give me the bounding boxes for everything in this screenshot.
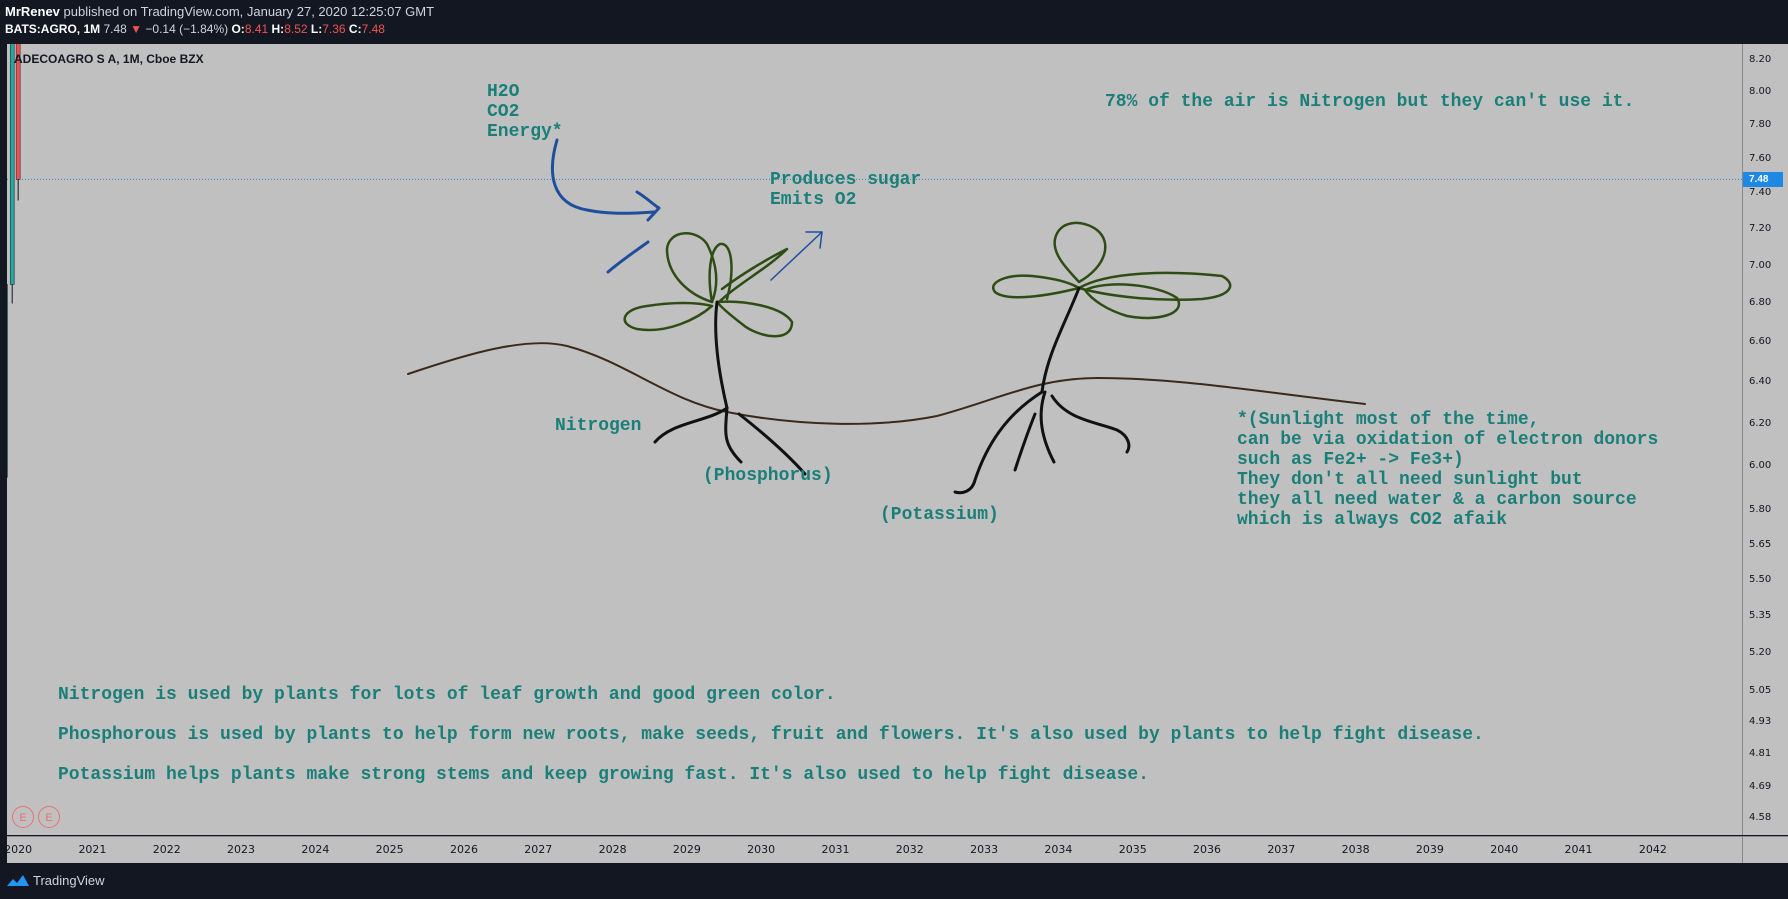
y-tick-label: 7.60 bbox=[1749, 152, 1772, 164]
y-tick-label: 6.20 bbox=[1749, 417, 1772, 429]
x-tick-label: 2024 bbox=[301, 843, 330, 856]
x-tick-label: 2031 bbox=[821, 843, 850, 856]
x-tick-label: 2037 bbox=[1267, 843, 1296, 856]
y-tick-label: 4.69 bbox=[1749, 780, 1772, 792]
y-tick-label: 5.65 bbox=[1749, 538, 1772, 550]
x-tick-label: 2040 bbox=[1490, 843, 1519, 856]
x-tick-label: 2042 bbox=[1638, 843, 1667, 856]
phosphorus-label: (Phosphorus) bbox=[703, 466, 833, 486]
y-tick-label: 7.00 bbox=[1749, 259, 1772, 271]
x-tick-label: 2038 bbox=[1341, 843, 1370, 856]
x-tick-label: 2028 bbox=[598, 843, 627, 856]
x-tick-label: 2021 bbox=[78, 843, 107, 856]
open-label: O: bbox=[231, 22, 245, 36]
last-price: 7.48 bbox=[103, 22, 127, 36]
nitrogen-label: Nitrogen bbox=[555, 416, 642, 436]
plant-2-leaves bbox=[992, 221, 1232, 320]
y-tick-label: 6.60 bbox=[1749, 336, 1772, 348]
y-tick-label: 6.40 bbox=[1749, 376, 1772, 388]
x-tick-label: 2027 bbox=[524, 843, 553, 856]
x-tick-label: 2022 bbox=[152, 843, 181, 856]
x-tick-label: 2030 bbox=[747, 843, 776, 856]
time-axis[interactable]: 2020 2021 2022 2023 2024 2025 2026 2027 2028 2029… bbox=[4, 836, 1742, 863]
axis-corner bbox=[1742, 836, 1788, 863]
y-tick-label: 6.80 bbox=[1749, 297, 1772, 309]
x-tick-label: 2032 bbox=[895, 843, 924, 856]
publish-line: MrRenev published on TradingView.com, Ja… bbox=[5, 4, 434, 19]
close-value: 7.48 bbox=[361, 22, 385, 36]
chart-symbol-title: ADECOAGRO S A, 1M, Cboe BZX bbox=[14, 52, 204, 66]
candle-body bbox=[7, 284, 8, 478]
plant-2-roots bbox=[953, 286, 1131, 495]
high-label: H: bbox=[271, 22, 285, 36]
y-tick-label: 7.80 bbox=[1749, 118, 1772, 130]
plant-1-roots bbox=[653, 300, 807, 476]
x-tick-label: 2025 bbox=[375, 843, 404, 856]
candle-body bbox=[9, 44, 15, 285]
air-note: 78% of the air is Nitrogen but they can'… bbox=[1105, 92, 1635, 112]
x-tick-label: 2041 bbox=[1564, 843, 1593, 856]
footer-bar: TradingView bbox=[0, 863, 1788, 899]
change-text: −0.14 (−1.84%) bbox=[145, 22, 229, 36]
x-tick-label: 2023 bbox=[227, 843, 256, 856]
open-value: 8.41 bbox=[244, 22, 269, 36]
x-tick-label: 2034 bbox=[1044, 843, 1073, 856]
y-tick-label: 4.58 bbox=[1749, 811, 1772, 823]
soil-line bbox=[407, 342, 1366, 425]
phosphorus-description: Phosphorous is used by plants to help fo… bbox=[58, 725, 1484, 745]
author-name[interactable]: MrRenev bbox=[5, 4, 60, 19]
y-tick-label: 8.00 bbox=[1749, 85, 1772, 97]
close-label: C: bbox=[348, 22, 362, 36]
ticker-label: BATS:AGRO, 1M bbox=[5, 22, 101, 36]
brand-name[interactable]: TradingView bbox=[33, 873, 105, 888]
y-tick-label: 6.00 bbox=[1749, 460, 1772, 472]
low-label: L: bbox=[310, 22, 323, 36]
current-price-tag: 7.48 bbox=[1743, 172, 1783, 188]
price-axis[interactable]: 8.20 8.00 7.80 7.60 7.40 7.20 7.00 6.80 6.60 6.40… bbox=[1742, 44, 1788, 835]
potassium-label: (Potassium) bbox=[880, 505, 999, 525]
output-arrow bbox=[770, 231, 823, 281]
y-tick-label: 8.20 bbox=[1749, 53, 1772, 65]
sunlight-note: *(Sunlight most of the time, can be via … bbox=[1237, 410, 1659, 530]
x-tick-label: 2039 bbox=[1415, 843, 1444, 856]
nitrogen-description: Nitrogen is used by plants for lots of l… bbox=[58, 685, 836, 705]
high-value: 8.52 bbox=[284, 22, 308, 36]
x-tick-label: 2029 bbox=[672, 843, 701, 856]
y-tick-label: 5.35 bbox=[1749, 609, 1772, 621]
down-arrow-icon: ▼ bbox=[130, 22, 143, 36]
chart-canvas[interactable] bbox=[7, 44, 1742, 835]
produces-note: Produces sugar Emits O2 bbox=[770, 170, 922, 210]
tradingview-logo-icon[interactable] bbox=[6, 873, 30, 887]
y-tick-label: 5.50 bbox=[1749, 573, 1772, 585]
y-tick-label: 5.20 bbox=[1749, 646, 1772, 658]
inputs-arrow bbox=[550, 138, 661, 274]
inputs-note: H2O CO2 Energy* bbox=[487, 82, 563, 142]
candle-body bbox=[15, 44, 21, 180]
ohlc-line: BATS:AGRO, 1M 7.48 ▼ −0.14 (−1.84%) O:8.… bbox=[5, 22, 385, 36]
x-tick-label: 2036 bbox=[1193, 843, 1221, 856]
header-bar: MrRenev published on TradingView.com, Ja… bbox=[0, 0, 1788, 43]
x-tick-label: 2033 bbox=[970, 843, 999, 856]
low-value: 7.36 bbox=[322, 22, 346, 36]
y-tick-label: 7.40 bbox=[1749, 187, 1772, 199]
earnings-badge[interactable]: E bbox=[12, 806, 34, 828]
y-tick-label: 4.81 bbox=[1749, 748, 1772, 760]
y-tick-label: 7.20 bbox=[1749, 223, 1772, 235]
y-tick-label: 4.93 bbox=[1749, 715, 1772, 727]
x-tick-label: 2035 bbox=[1118, 843, 1147, 856]
published-text: published on TradingView.com, January 27… bbox=[63, 4, 435, 19]
x-tick-label: 2020 bbox=[4, 843, 33, 856]
x-tick-label: 2026 bbox=[449, 843, 478, 856]
plant-1-leaves bbox=[623, 232, 794, 338]
chart-plot-area[interactable]: ADECOAGRO S A, 1M, Cboe BZX H2O CO2 Ener… bbox=[7, 44, 1742, 835]
earnings-badge[interactable]: E bbox=[38, 806, 60, 828]
y-tick-label: 5.05 bbox=[1749, 684, 1772, 696]
y-tick-label: 5.80 bbox=[1749, 504, 1772, 516]
potassium-description: Potassium helps plants make strong stems… bbox=[58, 765, 1149, 785]
